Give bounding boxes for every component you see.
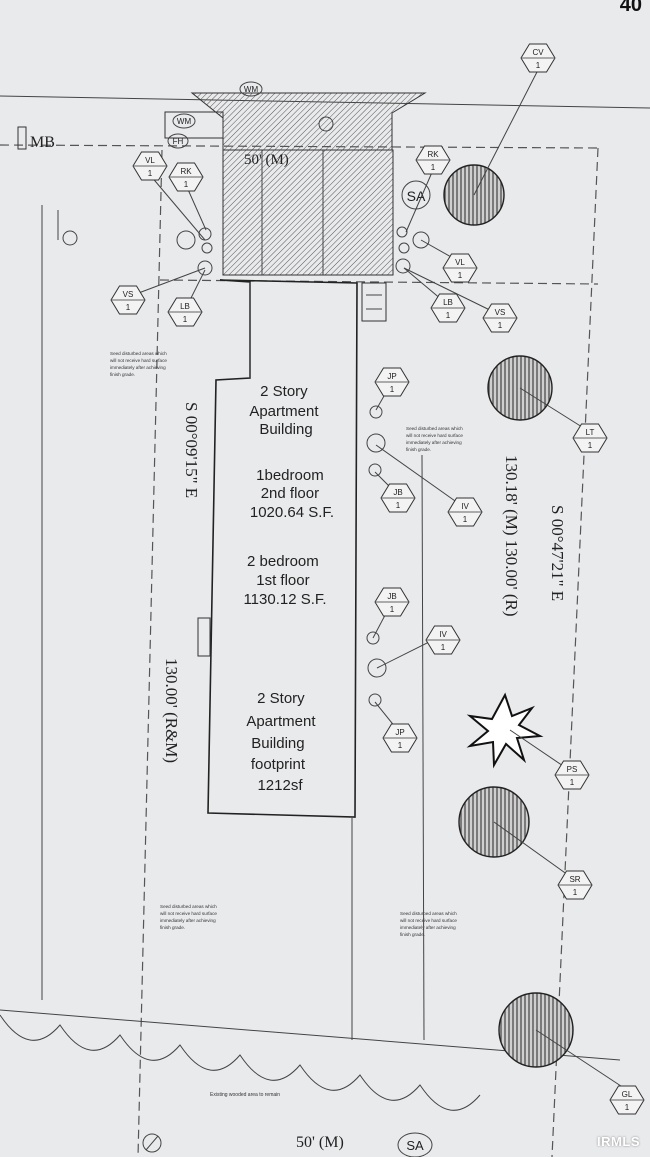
top-frontage-dimension: 50' (M) xyxy=(244,152,289,168)
ornamental-tree-ps xyxy=(466,692,544,769)
plant-tag-code: IV xyxy=(439,630,447,639)
plant-tag-qty: 1 xyxy=(441,643,446,652)
page-number: 40 xyxy=(619,0,642,16)
plant-tag-code: JP xyxy=(395,728,404,737)
plant-tag-code: LT xyxy=(586,428,595,437)
sanitary-label: SA xyxy=(407,188,426,204)
west-length: 130.00' (R&M) xyxy=(162,658,181,763)
bottom-frontage-dimension: 50' (M) xyxy=(296,1134,344,1151)
plant-tag-qty: 1 xyxy=(536,61,541,70)
parking-pad xyxy=(222,149,394,276)
plant-tag-code: IV xyxy=(461,502,469,511)
seed-note-right-top: Seed disturbed areas which will not rece… xyxy=(406,426,464,452)
plant-tag-lb-6: LB 1 xyxy=(167,297,203,327)
plant-tag-qty: 1 xyxy=(573,888,578,897)
plant-tag-qty: 1 xyxy=(398,741,403,750)
plant-tag-qty: 1 xyxy=(588,441,593,450)
cleanout xyxy=(318,116,334,132)
plant-tag-qty: 1 xyxy=(390,605,395,614)
east-length: 130.18' (M) 130.00' (R) xyxy=(502,455,521,616)
footprint-label: 2 Story Apartment Building footprint 121… xyxy=(246,690,319,794)
plant-tag-cv-0: CV 1 xyxy=(520,43,556,73)
plant-tag-sr-17: SR 1 xyxy=(557,870,593,900)
seed-note-left-top: Seed disturbed areas which will not rece… xyxy=(110,351,168,377)
plant-tag-rk-3: RK 1 xyxy=(415,145,451,175)
property-line-east xyxy=(551,147,599,1157)
neighbor-post xyxy=(62,230,78,246)
entry-stoop xyxy=(197,617,211,657)
seed-note-left-bottom: Seed disturbed areas which will not rece… xyxy=(160,904,218,930)
plant-tag-code: VL xyxy=(455,258,465,267)
plant-tag-iv-12: IV 1 xyxy=(447,497,483,527)
fire-hydrant-label: FH xyxy=(173,137,184,146)
plant-tag-jp-9: JP 1 xyxy=(374,367,410,397)
mailbox-label: MB xyxy=(30,134,55,151)
plant-tag-code: JB xyxy=(393,488,402,497)
plant-tag-code: SR xyxy=(569,875,580,884)
plant-tag-code: VS xyxy=(123,290,134,299)
meter-pad xyxy=(164,111,224,139)
plant-tag-jb-13: JB 1 xyxy=(374,587,410,617)
plant-tag-jp-15: JP 1 xyxy=(382,723,418,753)
driveway-apron xyxy=(190,92,427,151)
plant-tag-code: VS xyxy=(495,308,506,317)
plant-tag-qty: 1 xyxy=(396,501,401,510)
plant-tag-code: LB xyxy=(180,302,190,311)
plant-tag-qty: 1 xyxy=(431,163,436,172)
mailbox-marker xyxy=(17,126,27,150)
plant-tag-qty: 1 xyxy=(183,315,188,324)
corner-pin xyxy=(142,1133,162,1153)
water-meter-label: WM xyxy=(244,85,259,94)
seed-note-right-bottom: Seed disturbed areas which will not rece… xyxy=(400,911,458,937)
plant-tag-qty: 1 xyxy=(390,385,395,394)
plant-tag-code: VL xyxy=(145,156,155,165)
plant-tag-code: JP xyxy=(387,372,396,381)
existing-tree-line xyxy=(0,1014,481,1111)
building-upper-label: 2 Story Apartment Building xyxy=(249,383,322,438)
plant-tag-gl-18: GL 1 xyxy=(609,1085,645,1115)
plant-tag-vs-8: VS 1 xyxy=(482,303,518,333)
plant-tag-ps-16: PS 1 xyxy=(554,760,590,790)
plant-tag-code: GL xyxy=(622,1090,633,1099)
plant-tag-vl-4: VL 1 xyxy=(442,253,478,283)
plant-tag-code: JB xyxy=(387,592,396,601)
plant-tag-rk-2: RK 1 xyxy=(168,162,204,192)
plant-tag-qty: 1 xyxy=(463,515,468,524)
plant-tag-vl-1: VL 1 xyxy=(132,151,168,181)
plant-tag-qty: 1 xyxy=(446,311,451,320)
plant-tag-qty: 1 xyxy=(184,180,189,189)
plant-tag-vs-5: VS 1 xyxy=(110,285,146,315)
irmls-watermark: IRMLS xyxy=(597,1134,640,1149)
plant-tag-jb-11: JB 1 xyxy=(380,483,416,513)
plant-tag-qty: 1 xyxy=(625,1103,630,1112)
plant-tag-qty: 1 xyxy=(126,303,131,312)
plant-tag-qty: 1 xyxy=(148,169,153,178)
plant-tag-code: LB xyxy=(443,298,453,307)
plant-tag-iv-14: IV 1 xyxy=(425,625,461,655)
plant-tag-code: RK xyxy=(427,150,439,159)
existing-wooded-note: Existing wooded area to remain xyxy=(210,1092,280,1098)
east-bearing: S 00°47'21" E xyxy=(548,505,567,601)
unit-upper-label: 1bedroom 2nd floor 1020.64 S.F. xyxy=(250,467,334,521)
west-bearing: S 00°09'15" E xyxy=(182,402,201,498)
sanitary-bottom-label: SA xyxy=(406,1138,424,1153)
plant-tag-qty: 1 xyxy=(570,778,575,787)
plant-tag-lt-10: LT 1 xyxy=(572,423,608,453)
plant-tag-code: RK xyxy=(180,167,192,176)
plant-tag-qty: 1 xyxy=(458,271,463,280)
plant-tag-code: PS xyxy=(567,765,578,774)
water-meter-side-label: WM xyxy=(177,117,192,126)
unit-lower-label: 2 bedroom 1st floor 1130.12 S.F. xyxy=(243,553,326,608)
plant-tag-qty: 1 xyxy=(498,321,503,330)
stair-landing xyxy=(361,282,387,322)
plant-tag-code: CV xyxy=(532,48,544,57)
bed-edge-east xyxy=(421,454,425,1041)
plant-tag-lb-7: LB 1 xyxy=(430,293,466,323)
